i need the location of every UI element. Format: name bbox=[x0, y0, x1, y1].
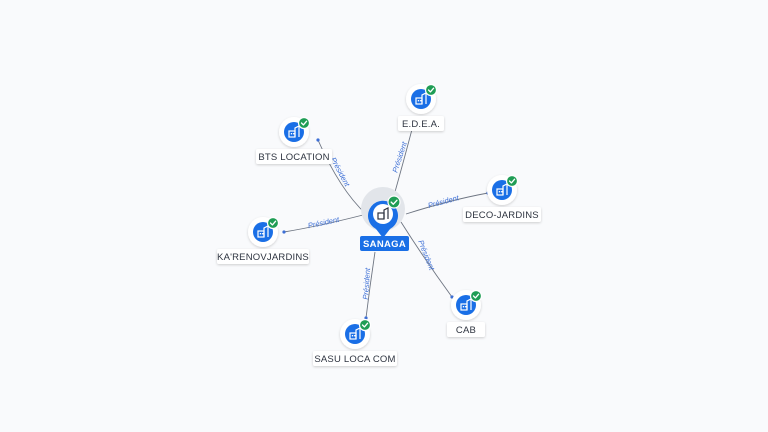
node-label: SASU LOCA COM bbox=[314, 354, 395, 365]
verified-check-icon bbox=[505, 174, 519, 188]
edge-karenov: Président bbox=[282, 214, 364, 234]
node-bts[interactable]: BTS LOCATION bbox=[256, 116, 332, 164]
edge-line bbox=[365, 251, 376, 319]
center-node-label-box bbox=[360, 236, 409, 251]
edge-arrowhead bbox=[316, 138, 320, 142]
node-sasu[interactable]: SASU LOCA COM bbox=[313, 318, 397, 366]
node-label-box bbox=[313, 351, 397, 366]
verified-check-icon bbox=[358, 318, 372, 332]
edge-label: Président bbox=[416, 239, 437, 273]
edge-cab: Président bbox=[400, 221, 454, 299]
node-label-box bbox=[398, 116, 444, 131]
edge-label: Président bbox=[427, 193, 461, 210]
node-label-box bbox=[463, 207, 541, 222]
node-label: CAB bbox=[456, 325, 476, 336]
edge-line bbox=[400, 221, 453, 298]
center-node[interactable]: SANAGA bbox=[360, 187, 409, 251]
verified-check-icon bbox=[424, 83, 438, 97]
node-label: KA'RENOVJARDINS bbox=[217, 252, 309, 263]
edge-label: Président bbox=[307, 215, 341, 231]
node-label-box bbox=[447, 322, 485, 337]
edge-arrowhead bbox=[282, 230, 286, 234]
nodes-layer: E.D.E.A. BTS LOCATION DECO-JARDINS KA'RENOV… bbox=[217, 83, 541, 366]
verified-check-icon bbox=[297, 116, 311, 130]
edge-label: Président bbox=[390, 140, 409, 174]
verified-check-icon bbox=[266, 216, 280, 230]
company-building-icon bbox=[377, 207, 389, 220]
verified-check-icon bbox=[469, 289, 483, 303]
node-label: BTS LOCATION bbox=[258, 152, 329, 163]
edge-label: Président bbox=[329, 156, 352, 189]
node-label: DECO-JARDINS bbox=[465, 210, 539, 221]
verified-check-icon bbox=[387, 195, 401, 209]
edge-arrowhead bbox=[450, 295, 454, 299]
edge-arrowhead bbox=[364, 316, 368, 320]
edge-line bbox=[283, 214, 364, 233]
edge-sasu: Président bbox=[361, 251, 376, 320]
edge-line bbox=[405, 192, 489, 215]
node-cab[interactable]: CAB bbox=[447, 289, 485, 337]
edge-label: Président bbox=[361, 267, 372, 300]
node-label-box bbox=[217, 249, 309, 264]
node-edea[interactable]: E.D.E.A. bbox=[398, 83, 444, 131]
node-karenov[interactable]: KA'RENOVJARDINS bbox=[217, 216, 309, 264]
node-label: E.D.E.A. bbox=[402, 119, 440, 130]
center-node-label: SANAGA bbox=[363, 239, 406, 250]
node-deco[interactable]: DECO-JARDINS bbox=[463, 174, 541, 222]
node-label-box bbox=[256, 149, 332, 164]
